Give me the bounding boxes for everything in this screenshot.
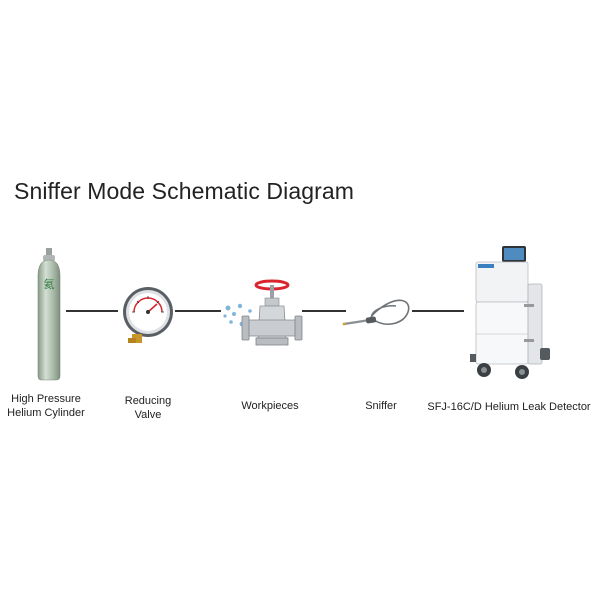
- leak-detector-icon: [462, 244, 554, 384]
- label-leak-detector: SFJ-16C/D Helium Leak Detector: [427, 401, 591, 413]
- label-sniffer: Sniffer: [365, 400, 397, 412]
- sniffer-probe-icon: [340, 290, 414, 340]
- gate-valve-icon: [220, 278, 304, 358]
- cylinder-marking: 氦: [44, 277, 55, 291]
- connector-line: [302, 310, 346, 312]
- label-workpieces: Workpieces: [241, 400, 299, 412]
- connector-line: [175, 310, 221, 312]
- gas-cylinder-icon: 氦: [34, 246, 64, 382]
- pressure-gauge-icon: [120, 286, 176, 344]
- connector-line: [412, 310, 464, 312]
- diagram-title: Sniffer Mode Schematic Diagram: [14, 178, 355, 204]
- connector-line: [66, 310, 118, 312]
